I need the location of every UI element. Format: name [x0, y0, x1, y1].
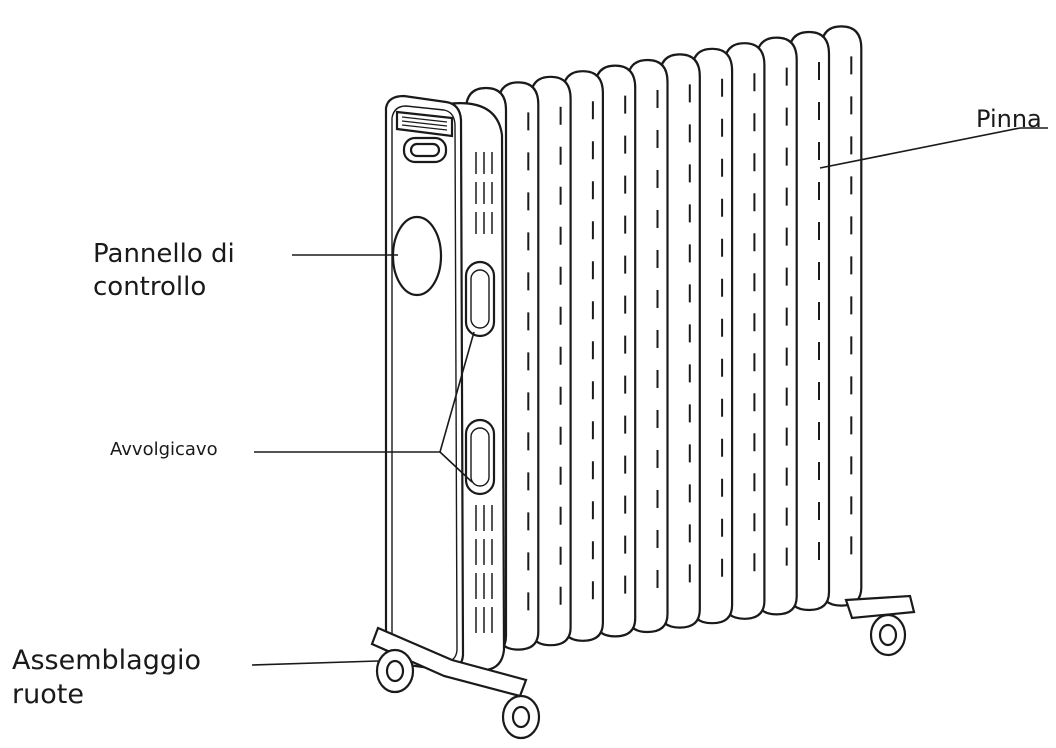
- leader-lines: [251, 127, 1048, 666]
- fin-body: [658, 53, 701, 629]
- fin-7: [658, 53, 701, 629]
- fin-6: [626, 58, 669, 634]
- control-housing: [384, 94, 506, 672]
- leader-wheel-assembly: [251, 660, 379, 666]
- control-knob: [391, 215, 443, 297]
- left-wheel-hub: [385, 659, 405, 683]
- leader-cord-wrap-down: [439, 451, 473, 483]
- label-wheel-assembly: Assemblaggio ruote: [12, 644, 201, 712]
- cord-wrap-hooks: [464, 260, 496, 496]
- label-fin: Pinna: [976, 105, 1042, 133]
- fin-body: [561, 70, 604, 642]
- fin-body: [497, 81, 540, 651]
- fin-12: [820, 25, 863, 607]
- right-wheel-hub: [511, 705, 531, 729]
- label-control-panel-line2: controllo: [93, 271, 207, 302]
- leader-fin: [819, 127, 1021, 169]
- fin-4: [561, 70, 604, 642]
- label-control-panel: Pannello di controllo: [93, 238, 235, 303]
- vents-upper: [475, 152, 493, 234]
- label-control-panel-line1: Pannello di: [93, 239, 235, 269]
- label-wheel-assembly-line2: ruote: [12, 678, 84, 710]
- wheel-assembly: [370, 594, 916, 740]
- fin-9: [723, 42, 766, 620]
- radiator-fins: [464, 25, 863, 656]
- fin-2: [497, 81, 540, 651]
- cord-wrap-lower-inner: [470, 427, 490, 487]
- rear-foot-bar: [844, 594, 916, 620]
- cord-wrap-upper: [464, 260, 496, 338]
- leader-cord-wrap-up: [439, 331, 475, 453]
- fin-10: [755, 36, 798, 616]
- fin-5: [594, 64, 637, 638]
- vents-lower: [475, 505, 493, 633]
- fin-body: [626, 58, 669, 634]
- housing-front: [384, 94, 465, 672]
- label-cord-wrap: Avvolgicavo: [110, 439, 218, 460]
- side-vents: [475, 152, 493, 633]
- top-vent-slats: [401, 116, 448, 131]
- fin-8: [691, 47, 734, 625]
- fin-11: [787, 30, 831, 612]
- label-wheel-assembly-line1: Assemblaggio: [12, 645, 201, 676]
- fin-body: [529, 75, 572, 647]
- cord-wrap-lower: [464, 418, 496, 496]
- fin-3: [529, 75, 572, 647]
- cord-wrap-upper-inner: [470, 269, 490, 329]
- rear-wheel-hub: [878, 623, 898, 647]
- indicator-window: [409, 142, 441, 158]
- fin-body: [594, 64, 637, 638]
